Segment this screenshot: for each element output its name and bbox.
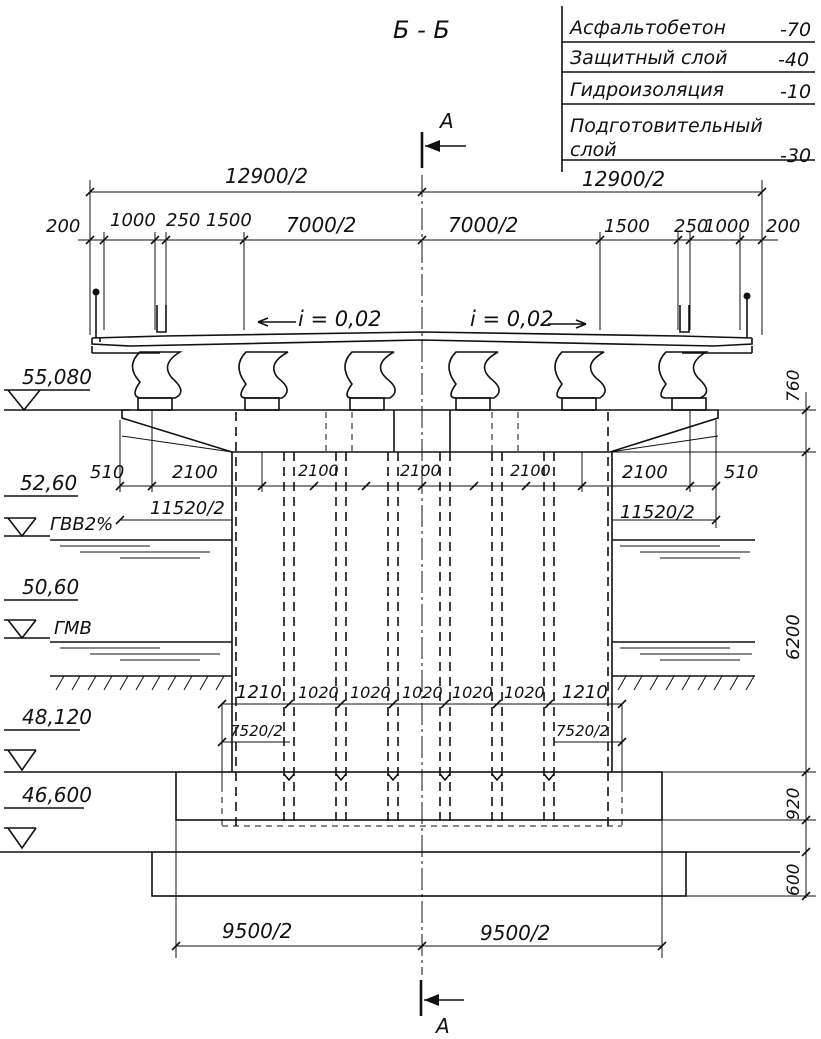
dim-label: 12900/2: [582, 167, 665, 191]
dim-label: 2100: [510, 461, 551, 480]
elevation-label: 52,60: [20, 471, 77, 495]
dim-label: 1020: [504, 683, 545, 702]
dim-label: 250: [166, 210, 200, 231]
elevation-label: 50,60: [22, 575, 79, 599]
layer-thickness: -40: [778, 49, 809, 71]
dim-label: 920: [784, 788, 804, 820]
dim-label: 1020: [402, 683, 443, 702]
bridge-deck: i = 0,02 i = 0,02: [91, 307, 753, 354]
dim-label: 200: [766, 216, 800, 237]
cap-dimension: 510 2100 2100 2100 2100 2100 510 11520/2…: [90, 410, 758, 528]
dim-label: 2100: [622, 462, 668, 483]
height-dimensions: 760 6200 920 600: [612, 370, 816, 901]
section-mark-label: А: [434, 1014, 450, 1038]
dim-label: 7520/2: [556, 722, 609, 740]
dim-label: 1500: [206, 210, 252, 231]
layer-thickness: -30: [780, 145, 811, 167]
dim-label: 600: [784, 864, 804, 896]
railing-left: [92, 288, 167, 342]
slope-label: i = 0,02: [470, 307, 554, 331]
deck-elements-dimension: 200 1000 250 1500 7000/2 7000/2 1500 250…: [46, 210, 800, 330]
layer-name: Гидроизоляция: [570, 79, 724, 101]
pile-dimension: 1210 1020 1020 1020 1020 1020 1210 7520/…: [217, 682, 627, 786]
dim-label: 510: [724, 462, 758, 483]
footing: [0, 771, 800, 897]
elevation-marker: 52,60 ГВВ2%: [4, 471, 113, 538]
dim-label: 11520/2: [150, 498, 225, 519]
elevation-marker: 46,600: [4, 783, 92, 850]
dim-label: 12900/2: [225, 164, 308, 188]
dim-label: 1000: [110, 210, 156, 231]
ground-line: [50, 675, 755, 691]
elevation-marker: 48,120: [4, 705, 176, 773]
water-level-label: ГМВ: [54, 618, 92, 639]
water-low-level: [50, 641, 755, 661]
dim-label: 1210: [236, 682, 282, 703]
dim-label: 2100: [400, 461, 441, 480]
dim-label: 2100: [298, 461, 339, 480]
dim-label: 11520/2: [620, 502, 695, 523]
pier-body: [231, 452, 613, 772]
layer-thickness: -10: [780, 81, 811, 103]
section-title: Б - Б: [393, 16, 450, 44]
layer-name: Защитный слой: [570, 47, 728, 69]
dim-label: 6200: [783, 614, 804, 660]
dim-label: 250: [674, 216, 708, 237]
dim-label: 1000: [704, 216, 750, 237]
elevation-marker: 50,60 ГМВ: [4, 575, 92, 640]
girder-row: [131, 351, 709, 411]
piles: [221, 412, 623, 827]
pavement-layers-table: Асфальтобетон -70 Защитный слой -40 Гидр…: [561, 6, 815, 172]
layer-name: Подготовительный: [570, 115, 763, 137]
section-mark-label: А: [438, 109, 454, 133]
water-level-label: ГВВ2%: [50, 514, 113, 535]
layer-name: слой: [570, 139, 617, 161]
dim-label: 1020: [452, 683, 493, 702]
dim-label: 1020: [350, 683, 391, 702]
dim-label: 9500/2: [480, 921, 550, 945]
dim-label: 7000/2: [286, 213, 356, 237]
dim-label: 200: [46, 216, 80, 237]
dim-label: 1020: [298, 683, 339, 702]
layer-thickness: -70: [780, 19, 811, 41]
dim-label: 2100: [172, 462, 218, 483]
elevation-label: 55,080: [22, 365, 92, 389]
layer-name: Асфальтобетон: [568, 17, 726, 39]
elevation-label: 46,600: [22, 783, 92, 807]
elevation-marker: 55,080: [4, 365, 130, 412]
slope-label: i = 0,02: [298, 307, 382, 331]
dim-label: 1500: [604, 216, 650, 237]
overall-width-dimension: 12900/2 12900/2: [85, 164, 767, 335]
dim-label: 1210: [562, 682, 608, 703]
railing-right: [679, 292, 751, 338]
dim-label: 7520/2: [230, 722, 283, 740]
pier-cap: [121, 409, 719, 453]
dim-label: 510: [90, 462, 124, 483]
dim-label: 760: [784, 370, 804, 402]
water-high-level: [50, 539, 755, 559]
base-width-dimension: 9500/2 9500/2: [171, 820, 667, 958]
section-mark-bottom: А: [419, 980, 464, 1038]
section-mark-top: А: [420, 109, 466, 168]
dim-label: 9500/2: [222, 919, 292, 943]
elevation-label: 48,120: [22, 705, 92, 729]
dim-label: 7000/2: [448, 213, 518, 237]
